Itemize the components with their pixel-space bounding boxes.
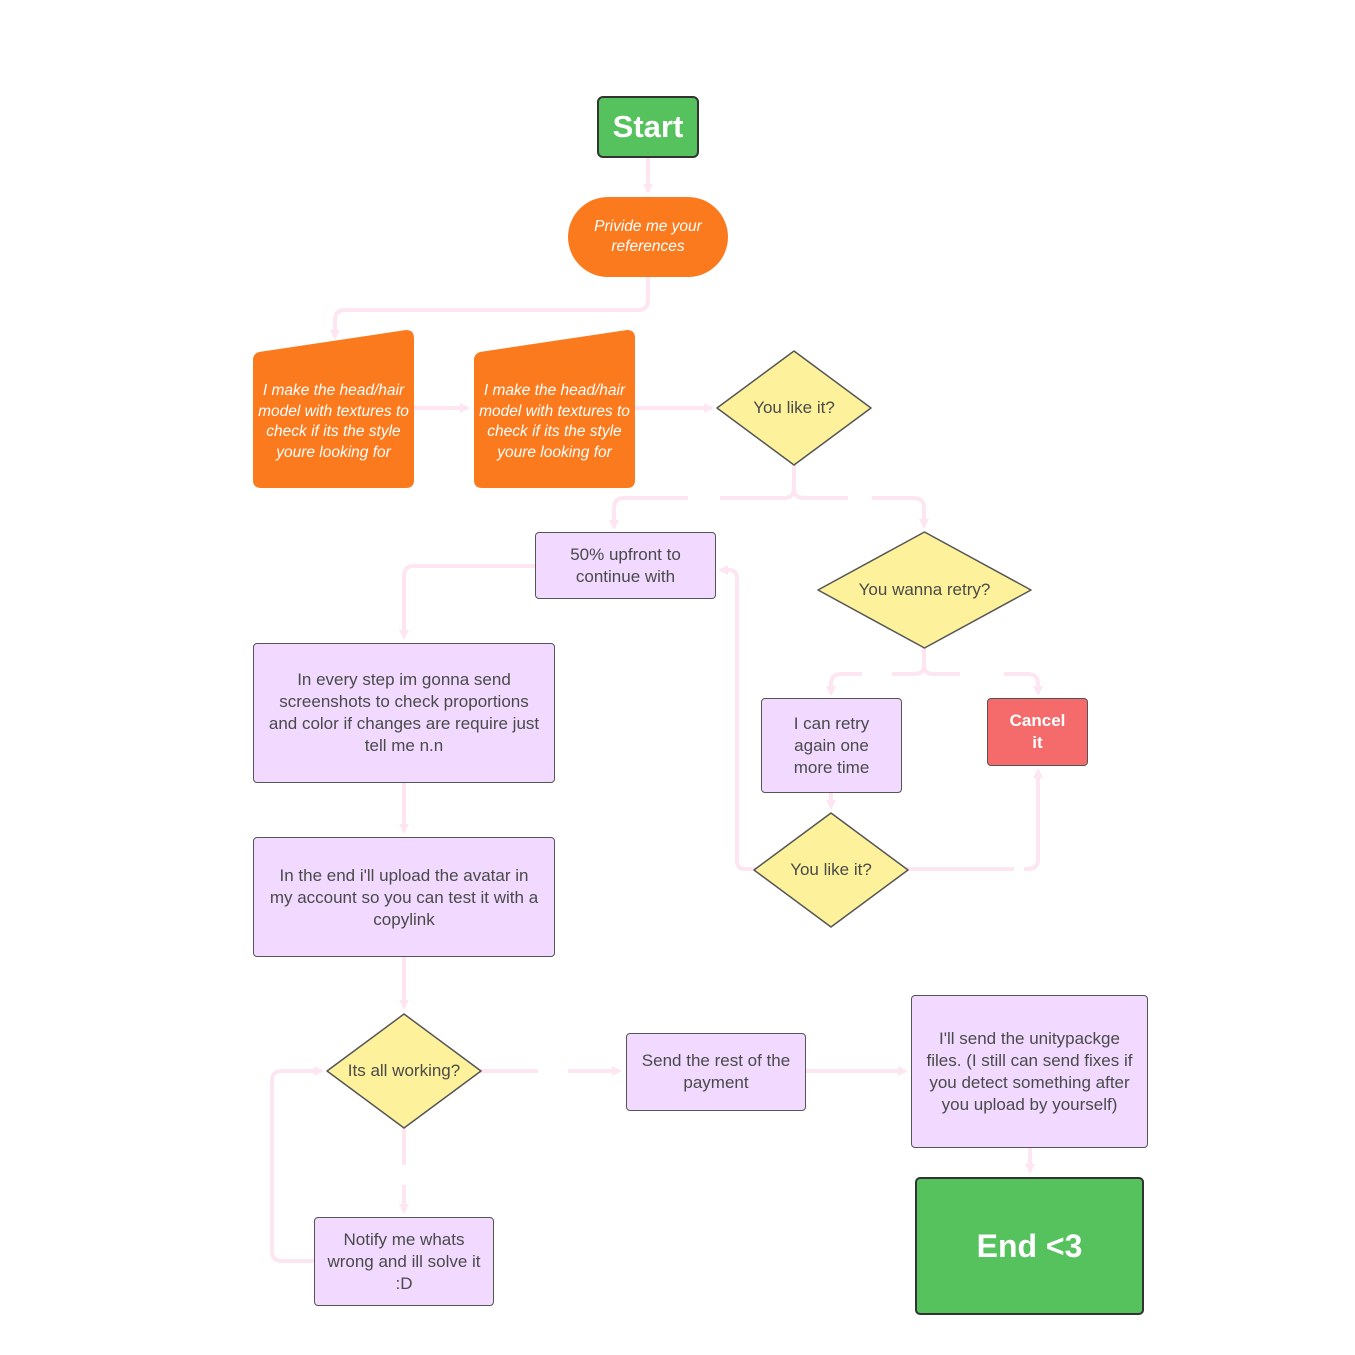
retry-decision-label: You wanna retry? — [858, 580, 991, 599]
like-decision-2-shape[interactable] — [753, 812, 909, 928]
model-node-1-shape[interactable] — [253, 330, 414, 488]
retry-decision: You wanna retry? — [817, 531, 1032, 649]
retry-decision-shape[interactable] — [817, 531, 1032, 649]
unity-files-node[interactable]: I'll send the unitypackge files. (I stil… — [911, 995, 1148, 1148]
like-decision-1-shape[interactable] — [716, 350, 872, 466]
cancel-label: Cancel it — [1009, 711, 1066, 752]
rest-payment-label: Send the rest of the payment — [641, 1051, 791, 1092]
provide-references-node[interactable]: Privide me your references — [568, 197, 728, 277]
connector-like2-to-upfront — [718, 565, 757, 871]
end-terminal[interactable]: End <3 — [915, 1177, 1144, 1315]
upload-avatar-label: In the end i'll upload the avatar in my … — [269, 866, 539, 929]
model-node-2-shape[interactable] — [474, 330, 635, 488]
working-decision-label: Its all working? — [347, 1061, 461, 1080]
upfront-payment-node[interactable]: 50% upfront to continue with — [535, 532, 716, 599]
unity-files-label: I'll send the unitypackge files. (I stil… — [926, 1028, 1133, 1114]
retry-again-node[interactable]: I can retry again one more time — [761, 698, 902, 793]
model-node-2: I make the head/hair model with textures… — [477, 360, 632, 484]
connector-notify-loop — [270, 1066, 324, 1263]
retry-again-label: I can retry again one more time — [793, 713, 870, 777]
connector-references-to-model1 — [330, 275, 650, 340]
cancel-node[interactable]: Cancel it — [987, 698, 1088, 766]
model-node-2-label: I make the head/hair model with textures… — [479, 382, 630, 461]
model-node-1-label: I make the head/hair model with textures… — [258, 382, 409, 461]
provide-references-label: Privide me your references — [594, 218, 702, 255]
connector-retry-to-cancel — [922, 664, 1043, 696]
like-decision-2-label: You like it? — [790, 860, 872, 879]
model-node-1: I make the head/hair model with textures… — [256, 360, 411, 484]
working-decision: Its all working? — [326, 1013, 482, 1129]
like-decision-2: You like it? — [753, 812, 909, 928]
screenshots-label: In every step im gonna send screenshots … — [268, 670, 540, 755]
notify-node[interactable]: Notify me whats wrong and ill solve it :… — [314, 1217, 494, 1306]
like-decision-1-label: You like it? — [753, 398, 835, 417]
start-terminal[interactable]: Start — [597, 96, 699, 158]
screenshots-node[interactable]: In every step im gonna send screenshots … — [253, 643, 555, 783]
connector-like1-to-retry — [792, 486, 929, 529]
upfront-payment-label: 50% upfront to continue with — [570, 544, 681, 586]
start-label: Start — [612, 109, 684, 144]
connector-upfront-to-screenshots — [399, 564, 537, 640]
rest-payment-node[interactable]: Send the rest of the payment — [626, 1033, 806, 1111]
upload-avatar-node[interactable]: In the end i'll upload the avatar in my … — [253, 837, 555, 957]
end-label: End <3 — [976, 1227, 1083, 1264]
like-decision-1: You like it? — [716, 350, 872, 466]
connector-like2-to-cancel — [906, 768, 1043, 871]
working-decision-shape[interactable] — [326, 1013, 482, 1129]
notify-label: Notify me whats wrong and ill solve it :… — [327, 1229, 481, 1293]
